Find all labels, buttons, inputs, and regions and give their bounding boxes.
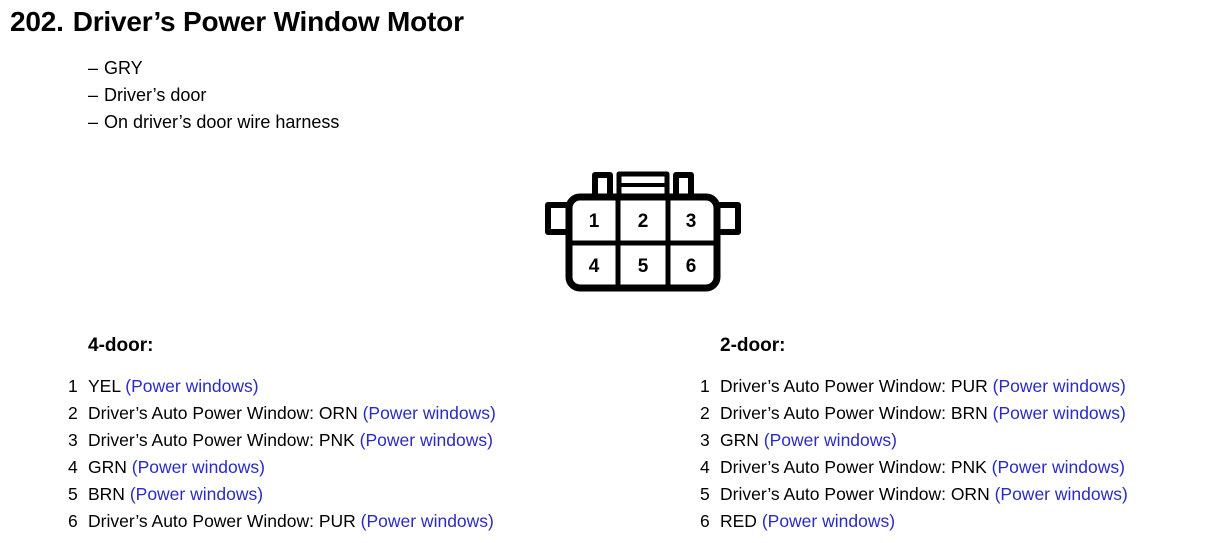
pin-circuit-label: (Power windows) bbox=[129, 484, 264, 504]
attribute-text: GRY bbox=[104, 58, 143, 78]
pin-description: Driver’s Auto Power Window: ORN bbox=[88, 403, 363, 423]
pin-index: 5 bbox=[700, 484, 710, 504]
page-title-text: Driver’s Power Window Motor bbox=[72, 6, 464, 37]
pin-description: Driver’s Auto Power Window: PNK bbox=[720, 457, 992, 477]
pin-row: 4 GRN (Power windows) bbox=[68, 454, 496, 481]
pin-row: 5 Driver’s Auto Power Window: ORN (Power … bbox=[700, 481, 1128, 508]
pin-row: 3 Driver’s Auto Power Window: PNK (Power … bbox=[68, 427, 496, 454]
pin-description: BRN bbox=[88, 484, 130, 504]
page-title-number: 202. bbox=[10, 6, 64, 37]
pin-index: 5 bbox=[68, 484, 78, 504]
pin-row: 2 Driver’s Auto Power Window: ORN (Power … bbox=[68, 400, 496, 427]
pin-row: 6 Driver’s Auto Power Window: PUR (Power … bbox=[68, 508, 496, 535]
pin-row: 3 GRN (Power windows) bbox=[700, 427, 1128, 454]
pin-table-two-door: 2-door: 1 Driver’s Auto Power Window: PUR… bbox=[700, 332, 1128, 535]
pin-circuit-label: (Power windows) bbox=[360, 511, 494, 531]
pin-circuit-label: (Power windows) bbox=[761, 511, 896, 531]
list-item: –GRY bbox=[88, 55, 339, 82]
pin-description: GRN bbox=[720, 430, 764, 450]
pin-number-3: 3 bbox=[686, 211, 697, 232]
pin-index: 3 bbox=[68, 430, 78, 450]
pin-circuit-label: (Power windows) bbox=[991, 457, 1125, 477]
list-item: –Driver’s door bbox=[88, 82, 339, 109]
pin-circuit-label: (Power windows) bbox=[131, 457, 265, 477]
pin-index: 6 bbox=[68, 511, 78, 531]
pin-description: RED bbox=[720, 511, 762, 531]
pin-row: 1 Driver’s Auto Power Window: PUR (Power … bbox=[700, 373, 1128, 400]
pin-circuit-label: (Power windows) bbox=[994, 484, 1128, 504]
list-item: –On driver’s door wire harness bbox=[88, 109, 339, 136]
pin-number-4: 4 bbox=[589, 256, 600, 277]
pin-description: Driver’s Auto Power Window: PUR bbox=[88, 511, 361, 531]
pin-table-title: 4-door: bbox=[88, 335, 154, 356]
dash-bullet-icon: – bbox=[88, 58, 99, 78]
pin-index: 3 bbox=[700, 430, 710, 450]
pin-row: 4 Driver’s Auto Power Window: PNK (Power … bbox=[700, 454, 1128, 481]
pin-number-2: 2 bbox=[638, 211, 649, 232]
connector-diagram: 1 2 3 4 5 6 bbox=[545, 168, 741, 292]
pin-row: 6 RED (Power windows) bbox=[700, 508, 1128, 535]
pin-circuit-label: (Power windows) bbox=[992, 376, 1126, 396]
pin-circuit-label: (Power windows) bbox=[125, 376, 259, 396]
attribute-text: Driver’s door bbox=[104, 85, 207, 105]
dash-bullet-icon: – bbox=[88, 112, 99, 132]
pin-row: 1 YEL (Power windows) bbox=[68, 373, 496, 400]
component-attribute-list: –GRY –Driver’s door –On driver’s door wi… bbox=[88, 55, 339, 136]
pin-table-title: 2-door: bbox=[720, 335, 786, 356]
pin-circuit-label: (Power windows) bbox=[359, 430, 493, 450]
pin-index: 4 bbox=[700, 457, 710, 477]
pin-row: 2 Driver’s Auto Power Window: BRN (Power … bbox=[700, 400, 1128, 427]
pin-circuit-label: (Power windows) bbox=[992, 403, 1126, 423]
pin-index: 2 bbox=[700, 403, 710, 423]
pin-circuit-label: (Power windows) bbox=[362, 403, 496, 423]
dash-bullet-icon: – bbox=[88, 85, 99, 105]
pin-number-6: 6 bbox=[686, 256, 697, 277]
attribute-text: On driver’s door wire harness bbox=[104, 112, 340, 132]
pin-description: Driver’s Auto Power Window: PNK bbox=[88, 430, 360, 450]
pin-index: 4 bbox=[68, 457, 78, 477]
pin-description: GRN bbox=[88, 457, 132, 477]
pin-index: 1 bbox=[68, 376, 78, 396]
pin-number-1: 1 bbox=[589, 211, 600, 232]
pin-description: Driver’s Auto Power Window: BRN bbox=[720, 403, 993, 423]
pin-description: Driver’s Auto Power Window: ORN bbox=[720, 484, 995, 504]
page-title: 202. Driver’s Power Window Motor bbox=[10, 6, 464, 38]
pin-number-5: 5 bbox=[638, 256, 649, 277]
pin-index: 1 bbox=[700, 376, 710, 396]
pin-description: Driver’s Auto Power Window: PUR bbox=[720, 376, 993, 396]
pin-description: YEL bbox=[88, 376, 126, 396]
pin-index: 6 bbox=[700, 511, 710, 531]
pin-row: 5 BRN (Power windows) bbox=[68, 481, 496, 508]
pin-circuit-label: (Power windows) bbox=[763, 430, 897, 450]
pin-index: 2 bbox=[68, 403, 78, 423]
